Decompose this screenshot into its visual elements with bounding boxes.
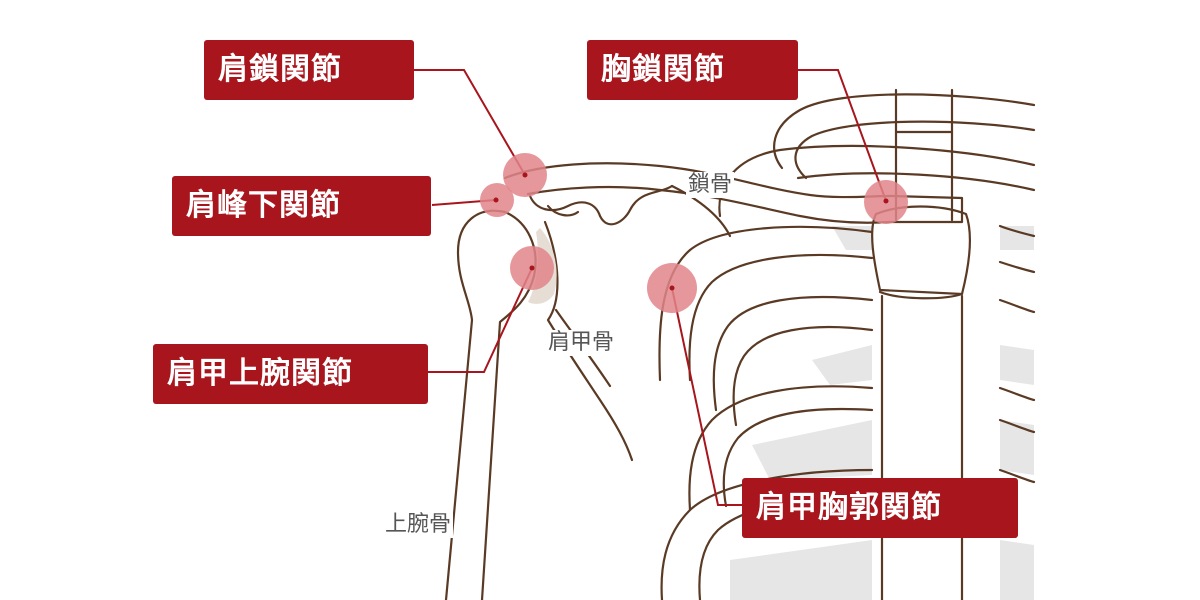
rib <box>688 385 874 512</box>
callout-scapulothoracic-joint: 肩甲胸郭関節 <box>742 478 1018 538</box>
label-humerus: 上腕骨 <box>383 512 454 538</box>
sternum <box>871 205 971 296</box>
rib <box>712 295 874 412</box>
callout-sternoclavicular-joint: 胸鎖関節 <box>587 40 798 100</box>
callout-acromioclavicular-joint: 肩鎖関節 <box>204 40 414 100</box>
callout-label: 肩峰下関節 <box>186 188 341 223</box>
rib <box>660 468 874 600</box>
callout-subacromial-joint: 肩峰下関節 <box>172 176 431 236</box>
rib <box>688 253 874 382</box>
callout-glenohumeral-joint: 肩甲上腕関節 <box>153 344 428 404</box>
label-scapula: 肩甲骨 <box>546 330 617 356</box>
rib <box>998 224 1036 238</box>
rib <box>773 93 1036 170</box>
rib <box>732 325 874 427</box>
rib <box>998 386 1036 402</box>
rib <box>722 407 874 508</box>
rib <box>998 418 1036 434</box>
rib <box>794 120 1036 180</box>
label-clavicle: 鎖骨 <box>686 172 735 198</box>
rib <box>998 260 1036 274</box>
rib <box>796 172 1036 192</box>
rib <box>998 468 1036 484</box>
callout-label: 胸鎖関節 <box>601 52 725 87</box>
rib <box>998 298 1036 314</box>
costal-cartilage <box>730 226 1034 600</box>
callout-label: 肩甲上腕関節 <box>167 356 353 391</box>
callout-label: 肩鎖関節 <box>218 52 342 87</box>
humerus-bone <box>444 209 507 600</box>
rib <box>658 225 874 382</box>
callout-label: 肩甲胸郭関節 <box>756 490 942 525</box>
